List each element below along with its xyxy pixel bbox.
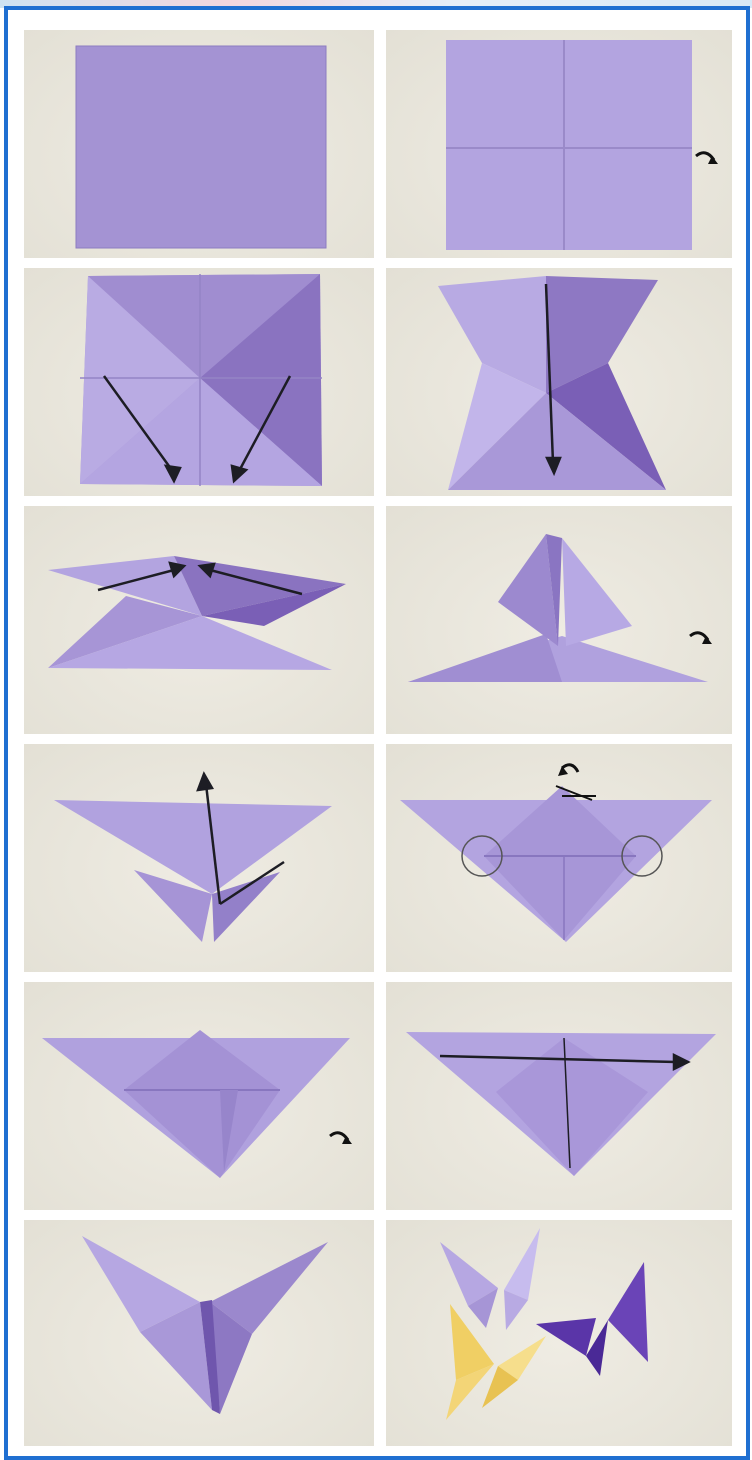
step-7-panel [24, 744, 374, 972]
step-9-panel [24, 982, 374, 1210]
step-1-panel [24, 30, 374, 258]
folded-top-icon [386, 744, 732, 972]
step-11-panel [24, 1220, 374, 1446]
step-5-panel [24, 506, 374, 734]
creased-square-icon [386, 30, 732, 258]
purple-butterfly-icon [536, 1262, 648, 1376]
step-12-panel [386, 1220, 732, 1446]
water-bomb-base-icon [386, 506, 732, 734]
valley-fold-center-icon [386, 982, 732, 1210]
step-2-panel [386, 30, 732, 258]
collapse-fold-icon [386, 268, 732, 496]
step-6-panel [386, 506, 732, 734]
step-3-panel [24, 268, 374, 496]
flipped-triangle-icon [24, 744, 374, 972]
flip-over-icon [696, 153, 718, 164]
flattened-base-icon [24, 506, 374, 734]
diagonal-folds-icon [24, 268, 374, 496]
flip-over-icon [330, 1133, 352, 1144]
flip-over-icon [690, 633, 712, 644]
step-4-panel [386, 268, 732, 496]
step-8-panel [386, 744, 732, 972]
step-10-panel [386, 982, 732, 1210]
yellow-butterfly-icon [446, 1304, 546, 1420]
shaped-body-icon [24, 982, 374, 1210]
square-sheet-icon [24, 30, 374, 258]
finished-butterfly-icon [24, 1220, 374, 1446]
three-butterflies-icon [386, 1220, 732, 1446]
